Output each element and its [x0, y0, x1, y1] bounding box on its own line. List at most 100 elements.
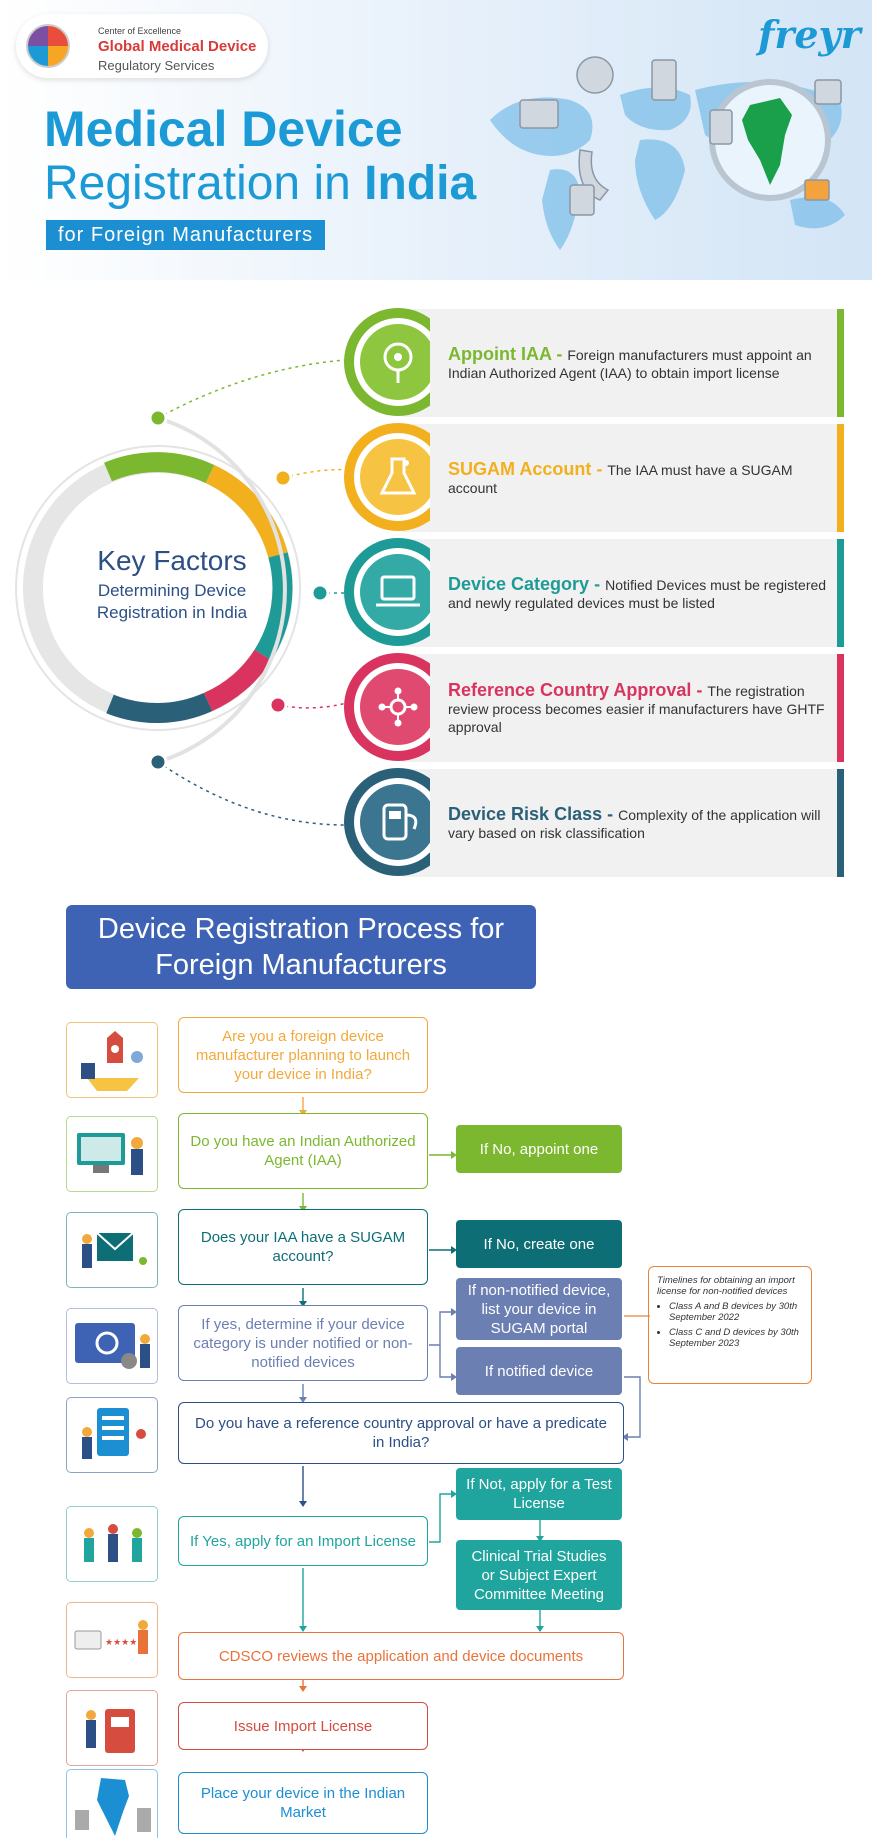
arrowhead [536, 1536, 544, 1542]
arrowhead [451, 1308, 457, 1316]
step-launch-question: Are you a foreign device manufacturer pl… [178, 1017, 428, 1093]
factor-desc: Notified Devices must be registered and … [448, 576, 827, 611]
factor-title: Reference Country Approval [448, 679, 692, 700]
team-license-illustration [66, 1506, 158, 1582]
factor-sep: - [602, 803, 619, 824]
step-place-market: Place your device in the Indian Market [178, 1772, 428, 1834]
ring-segment-yellow [205, 464, 288, 558]
process-title-1: Device Registration Process for [97, 913, 505, 945]
arrowhead [451, 1246, 457, 1254]
arrowhead [622, 1433, 628, 1441]
arrowhead [299, 1301, 307, 1307]
freyr-logo: freyr [758, 12, 861, 57]
connector-4 [277, 701, 351, 709]
step-category-question: If yes, determine if your device categor… [178, 1305, 428, 1381]
factor-accent [837, 309, 844, 417]
factor-text: SUGAM Account - The IAA must have a SUGA… [448, 424, 828, 532]
factor-sep: - [591, 458, 608, 479]
arrowhead [451, 1490, 457, 1498]
dot-2 [273, 468, 293, 488]
factor-icons-column [344, 308, 430, 876]
connector-1 [157, 359, 346, 419]
timeline-title: Timelines for obtaining an import licens… [657, 1275, 795, 1297]
factor-desc: The IAA must have a SUGAM account [448, 461, 793, 496]
factor-title: Appoint IAA [448, 343, 552, 364]
svg-text:★★★★★: ★★★★★ [105, 1637, 145, 1647]
step-issue-license: Issue Import License [178, 1702, 428, 1750]
factor-desc: Foreign manufacturers must appoint an In… [448, 346, 812, 381]
ring-segment-teal [254, 552, 293, 661]
arrowhead [299, 1501, 307, 1507]
world-map-illustration [490, 56, 845, 250]
key-factors-outer-arc [157, 416, 287, 764]
timeline-connector [624, 1315, 650, 1317]
dot-5 [148, 752, 168, 772]
page-title-line1: Medical Device [44, 101, 403, 157]
factor-card-appoint-iaa: Appoint IAA - Foreign manufacturers must… [402, 309, 844, 417]
arrow-notified-5 [624, 1376, 641, 1438]
rocket-launch-illustration [66, 1022, 158, 1098]
arrow-4-non [429, 1311, 455, 1346]
dot-3 [310, 583, 330, 603]
import-license-illustration [66, 1690, 158, 1766]
factor-text: Reference Country Approval - The registr… [448, 654, 828, 762]
ring-segment-green [104, 452, 215, 484]
agent-computer-illustration [66, 1116, 158, 1192]
factor-text: Appoint IAA - Foreign manufacturers must… [448, 309, 828, 417]
email-account-illustration [66, 1212, 158, 1288]
arrowhead [536, 1626, 544, 1632]
review-rating-illustration: ★★★★★ [66, 1602, 158, 1678]
timeline-item-1: Class A and B devices by 30th September … [669, 1301, 803, 1323]
header-banner: Center of Excellence Global Medical Devi… [0, 0, 872, 280]
arrow-6-not [429, 1493, 455, 1543]
medical-device-icon [344, 768, 430, 876]
arrowhead [451, 1373, 457, 1381]
badge-caption: Center of Excellence [98, 26, 182, 36]
laptop-icon [344, 538, 430, 646]
dot-1 [148, 408, 168, 428]
india-market-illustration [66, 1769, 158, 1838]
step-reference-question: Do you have a reference country approval… [178, 1402, 624, 1464]
factor-text: Device Risk Class - Complexity of the ap… [448, 769, 828, 877]
key-factors-ring-inner [46, 476, 270, 700]
dot-4 [268, 695, 288, 715]
page-title-line2-a: Registration in [44, 157, 365, 210]
factor-card-sugam-account: SUGAM Account - The IAA must have a SUGA… [402, 424, 844, 532]
process-title-2: Foreign Manufacturers [155, 949, 447, 981]
coe-logo-icon [26, 24, 70, 68]
arrowhead [299, 1626, 307, 1632]
factor-accent [837, 769, 844, 877]
flask-icon [344, 423, 430, 531]
factor-desc: The registration review process becomes … [448, 682, 825, 735]
ring-segment-red [203, 649, 272, 712]
factor-card-reference-country: Reference Country Approval - The registr… [402, 654, 844, 762]
factor-title: Device Category [448, 573, 590, 594]
factor-title: Device Risk Class [448, 803, 603, 824]
factor-sep: - [551, 343, 568, 364]
factor-card-device-category: Device Category - Notified Devices must … [402, 539, 844, 647]
badge-subtitle: Regulatory Services [98, 58, 215, 73]
category-gears-illustration [66, 1308, 158, 1384]
factor-title: SUGAM Account [448, 458, 592, 479]
factor-sep: - [691, 679, 708, 700]
page-title-line2: Registration in India [44, 156, 476, 211]
step-create-sugam: If No, create one [456, 1220, 622, 1268]
key-factors-subtitle-2: Registration in India [96, 603, 248, 622]
network-icon [344, 653, 430, 761]
step-test-license: If Not, apply for a Test License [456, 1468, 622, 1520]
factor-desc: Complexity of the application will vary … [448, 806, 821, 841]
connector-5 [157, 761, 346, 826]
factor-accent [837, 539, 844, 647]
factor-sep: - [589, 573, 606, 594]
arrow-4-notified [439, 1345, 455, 1378]
page-tagline: for Foreign Manufacturers [46, 220, 326, 250]
factor-accent [837, 424, 844, 532]
arrowhead [299, 1686, 307, 1692]
location-gear-icon [344, 308, 430, 416]
step-list-non-notified: If non-notified device, list your device… [456, 1278, 622, 1340]
ring-segment-navy [106, 692, 213, 724]
step-iaa-question: Do you have an Indian Authorized Agent (… [178, 1113, 428, 1189]
factor-text: Device Category - Notified Devices must … [448, 539, 828, 647]
